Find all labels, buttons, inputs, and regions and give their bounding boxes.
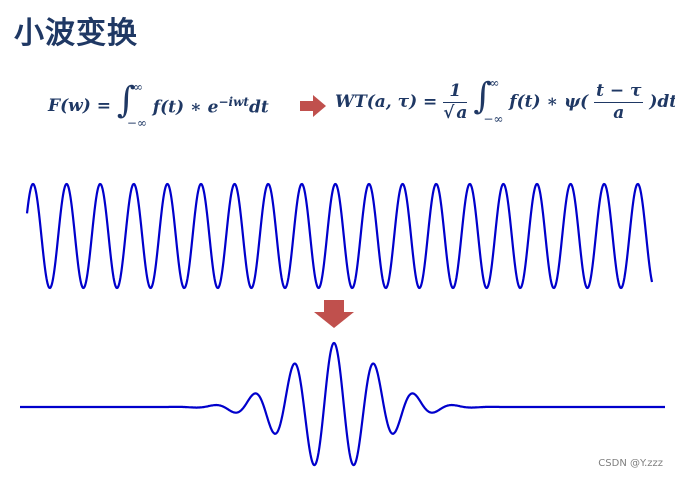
wavelet-formula: WT(a, τ) = 1 √a ∫ ∞ −∞ f(t) ∗ ψ( t − τ a… (335, 76, 675, 126)
arrow-down-icon (314, 300, 354, 328)
wavelet-plot (20, 341, 665, 467)
integral-upper-limit: ∞ (489, 76, 500, 90)
sine-wave (25, 182, 654, 290)
wavelet-argument: t − τ a (594, 80, 644, 123)
fourier-exponent: −iwt (218, 94, 249, 109)
integral-sign: ∫ ∞ −∞ (473, 76, 504, 126)
wavelet-signal (20, 341, 665, 467)
wavelet-integrand: f(t) ∗ ψ( (509, 92, 589, 112)
arrow-right-icon (300, 95, 326, 117)
integral-lower-limit: −∞ (126, 116, 147, 130)
fourier-lhs: F(w) = (48, 96, 111, 116)
sine-wave-plot (25, 182, 654, 290)
arg-denominator: a (613, 102, 625, 123)
wavelet-coefficient: 1 √a (443, 80, 468, 123)
wavelet-dt: )dt (649, 92, 675, 112)
fourier-formula: F(w) = ∫ ∞ −∞ f(t) ∗ e−iwtdt (48, 80, 269, 130)
integral-sign: ∫ ∞ −∞ (116, 80, 147, 130)
integral-lower-limit: −∞ (483, 112, 504, 126)
wavelet-lhs: WT(a, τ) = (335, 92, 438, 112)
arg-numerator: t − τ (594, 80, 644, 103)
page-title: 小波变换 (14, 16, 138, 51)
coef-numerator: 1 (443, 82, 468, 103)
coef-denominator: a (454, 101, 468, 123)
fourier-dt: dt (248, 97, 269, 118)
watermark: CSDN @Y.zzz (598, 458, 663, 469)
fourier-integrand: f(t) ∗ e−iwtdt (152, 94, 269, 118)
integral-upper-limit: ∞ (132, 80, 143, 94)
